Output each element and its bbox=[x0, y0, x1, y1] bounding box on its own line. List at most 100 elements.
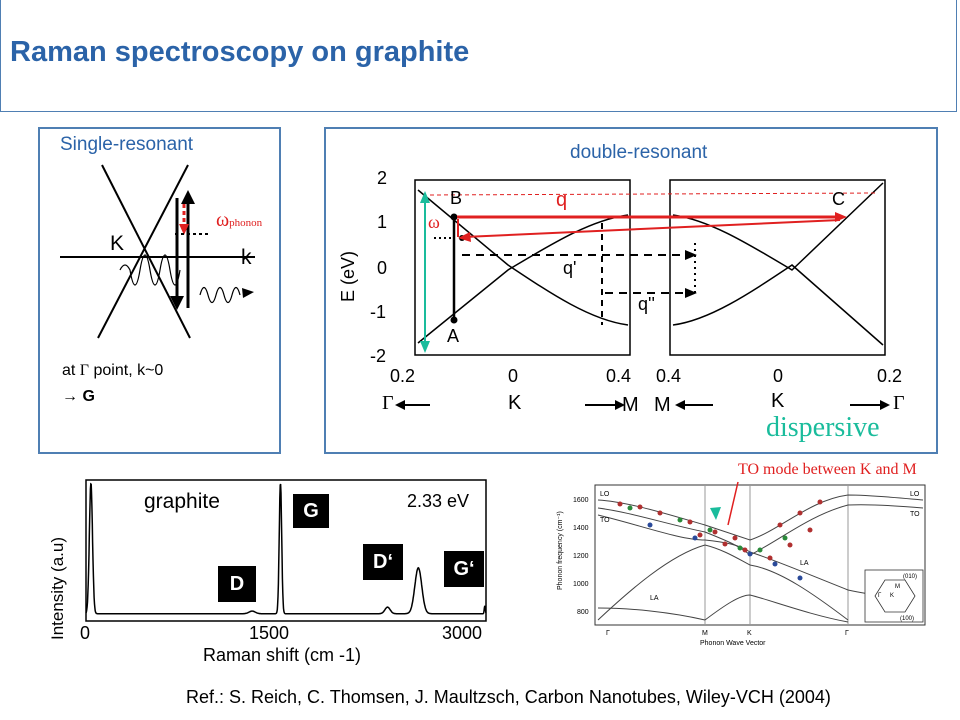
phonon-curve-TO bbox=[597, 504, 924, 556]
peak-label-Gprime: G‘ bbox=[444, 551, 484, 587]
branch-label-LO-right: LO bbox=[910, 491, 920, 498]
label-C: C bbox=[832, 189, 845, 209]
sym-K-right: K bbox=[771, 390, 785, 412]
spectrum-ylabel: Intensity (a.u) bbox=[48, 537, 67, 640]
q2-arrowhead bbox=[685, 288, 697, 298]
omega-phonon-label: ωphonon bbox=[216, 209, 262, 232]
cone-line-2 bbox=[97, 164, 189, 339]
left-bandframe bbox=[414, 179, 631, 356]
y-tick-1: 1 bbox=[377, 212, 388, 232]
phonon-frame bbox=[594, 484, 926, 626]
to-mode-annotation: TO mode between K and M bbox=[738, 461, 917, 478]
single-resonant-caption-2: → G bbox=[62, 388, 95, 405]
single-resonant-panel bbox=[38, 127, 281, 454]
label-B: B bbox=[450, 188, 463, 208]
caption-gamma: Γ bbox=[79, 362, 90, 379]
cyan-arrowhead-bottom bbox=[420, 341, 430, 353]
omega-symbol: ω bbox=[216, 209, 230, 231]
K-label: K bbox=[110, 232, 125, 255]
double-resonant-heading: double-resonant bbox=[570, 142, 708, 163]
k-label: k bbox=[241, 246, 252, 269]
spectrum-sample-label: graphite bbox=[144, 490, 220, 513]
raman-spectrum-chart bbox=[85, 479, 487, 622]
y-tick-0: 0 bbox=[377, 258, 388, 278]
spectrum-frame bbox=[85, 479, 487, 622]
phonon-arrowhead bbox=[179, 224, 189, 235]
thin-dashed-red bbox=[429, 192, 876, 196]
phonon-xtick-M: M bbox=[702, 630, 708, 637]
spectrum-xlabel: Raman shift (cm -1) bbox=[203, 645, 362, 665]
omega-subscript: phonon bbox=[229, 217, 263, 229]
inset-label-100: (100) bbox=[900, 616, 914, 622]
right-bandframe bbox=[669, 179, 886, 356]
phonon-ytick-1200: 1200 bbox=[573, 553, 589, 560]
sym-gamma-left: Γ bbox=[382, 392, 394, 414]
q-return-arrowhead bbox=[458, 232, 471, 242]
gamma-arrowhead-left bbox=[395, 400, 405, 410]
phonon-xtick-gamma2: Γ bbox=[845, 630, 849, 637]
branch-label-LO-left: LO bbox=[600, 491, 610, 498]
M-arrowhead-left bbox=[615, 400, 625, 410]
inset-label-M: M bbox=[895, 584, 900, 590]
cyan-arrowhead-top bbox=[420, 191, 430, 203]
spectrum-x-tick-3000: 3000 bbox=[442, 623, 483, 643]
phonon-ytick-800: 800 bbox=[577, 609, 589, 616]
phonon-curve-LA bbox=[597, 544, 849, 621]
spectrum-x-tick-0: 0 bbox=[80, 623, 91, 643]
right-x-tick-1: 0.4 bbox=[656, 366, 682, 386]
phonon-datapoints bbox=[617, 499, 823, 561]
phonon-xtick-gamma1: Γ bbox=[606, 630, 610, 637]
peak-label-Dprime: D‘ bbox=[363, 544, 403, 580]
label-q: q bbox=[556, 189, 568, 211]
emission-arrowhead bbox=[170, 296, 184, 310]
phonon-xtick-K: K bbox=[747, 630, 752, 637]
right-x-tick-3: 0.2 bbox=[877, 366, 903, 386]
phonon-ytick-1400: 1400 bbox=[573, 525, 589, 532]
single-resonant-diagram bbox=[60, 164, 255, 339]
label-omega: ω bbox=[428, 212, 440, 232]
phonon-datapoints-green bbox=[627, 505, 788, 553]
photon-wave-in bbox=[119, 254, 181, 286]
cyan-pointer-head bbox=[710, 507, 721, 520]
y-tick-neg1: -1 bbox=[370, 302, 387, 322]
inset-hexagon bbox=[874, 579, 916, 613]
phonon-ylabel: Phonon frequency (cm⁻¹) bbox=[557, 511, 564, 590]
excitation-arrowhead bbox=[181, 190, 195, 204]
phonon-ytick-1000: 1000 bbox=[573, 581, 589, 588]
slide-title: Raman spectroscopy on graphite bbox=[10, 36, 470, 68]
sym-gamma-right: Γ bbox=[893, 392, 905, 414]
branch-label-LA-right: LA bbox=[800, 560, 809, 567]
inset-label-gamma: Γ bbox=[878, 593, 882, 599]
single-resonant-heading: Single-resonant bbox=[60, 134, 194, 155]
label-q2: q'' bbox=[638, 294, 655, 314]
dispersive-label: dispersive bbox=[766, 412, 880, 443]
spectrum-excitation-label: 2.33 eV bbox=[407, 491, 470, 511]
y-tick-neg2: -2 bbox=[370, 346, 387, 366]
double-resonant-panel bbox=[324, 127, 938, 454]
q1-arrowhead bbox=[685, 250, 697, 260]
branch-label-TO-right: TO bbox=[910, 511, 920, 518]
phonon-datapoints-blue bbox=[647, 522, 803, 581]
photon-wave-out bbox=[199, 286, 241, 304]
single-resonant-caption-1: at Γ point, k~0 bbox=[62, 362, 163, 380]
phonon-dispersion-figure: 1600 1400 1200 1000 800 LO TO LA LO TO L… bbox=[557, 481, 926, 647]
right-band-2 bbox=[672, 264, 884, 346]
photon-out-arrowhead bbox=[242, 288, 254, 298]
point-B bbox=[450, 213, 458, 221]
phonon-curve-LO bbox=[597, 494, 924, 541]
red-pointer bbox=[727, 481, 739, 526]
reference: Ref.: S. Reich, C. Thomsen, J. Maultzsch… bbox=[186, 687, 831, 707]
q-return bbox=[463, 219, 841, 238]
phonon-xlabel: Phonon Wave Vector bbox=[700, 640, 766, 647]
phonon-ytick-1600: 1600 bbox=[573, 497, 589, 504]
sym-M-left: M bbox=[622, 394, 639, 416]
left-x-tick-1: 0.2 bbox=[390, 366, 416, 386]
sym-M-right: M bbox=[654, 394, 671, 416]
cone-line-1 bbox=[101, 164, 191, 339]
double-resonant-diagram bbox=[395, 179, 890, 410]
peak-label-G: G bbox=[293, 494, 329, 528]
y-tick-2: 2 bbox=[377, 168, 388, 188]
branch-label-LA-left: LA bbox=[650, 595, 659, 602]
spectrum-x-tick-1500: 1500 bbox=[249, 623, 290, 643]
left-x-tick-2: 0 bbox=[508, 366, 519, 386]
